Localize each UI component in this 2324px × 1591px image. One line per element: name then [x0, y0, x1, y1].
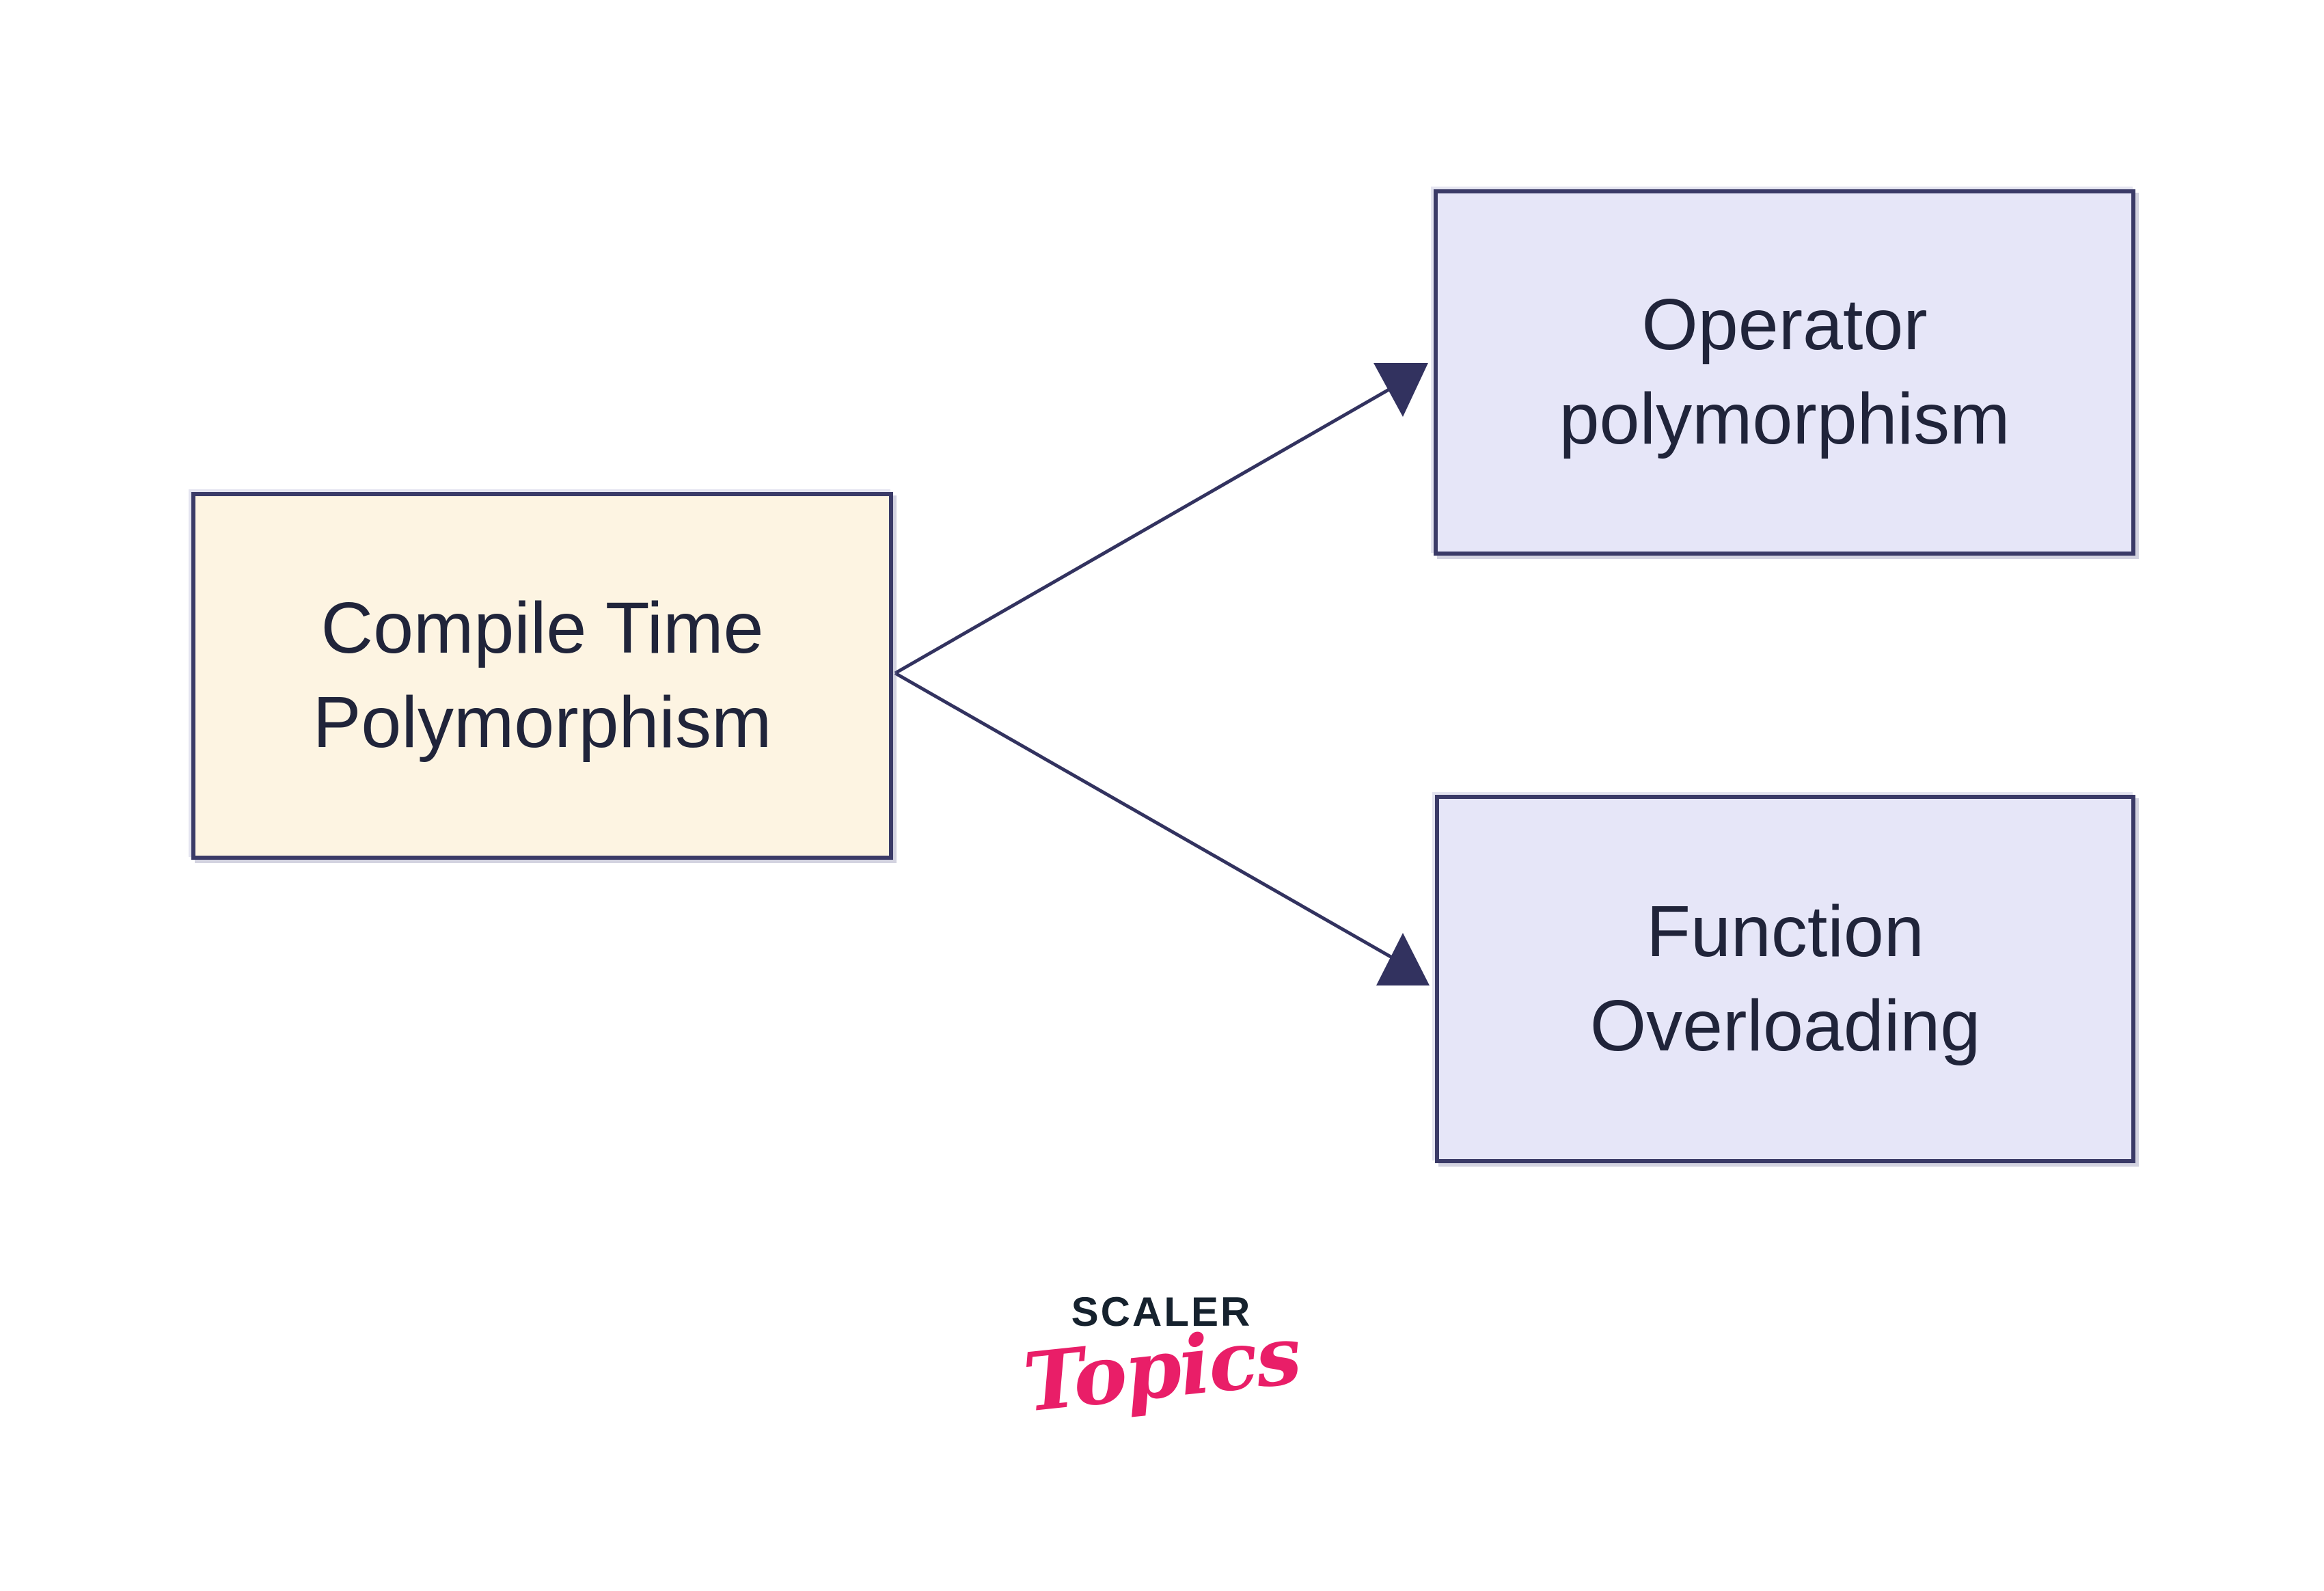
- arrowhead-icon: [1376, 933, 1430, 985]
- logo-brand-text: SCALER: [1071, 1289, 1253, 1335]
- node-label-line: Operator: [1641, 284, 1928, 366]
- connector-root-to-operator: [894, 363, 1428, 675]
- node-label-line: Function: [1646, 890, 1924, 972]
- node-label-line: Polymorphism: [312, 682, 772, 763]
- node-label-line: Compile Time: [320, 588, 764, 669]
- node-label-line: Overloading: [1589, 985, 1981, 1066]
- node-operator-polymorphism: Operator polymorphism: [1434, 189, 2135, 556]
- node-compile-time-polymorphism: Compile Time Polymorphism: [191, 492, 893, 860]
- node-function-overloading: Function Overloading: [1435, 795, 2135, 1163]
- arrowhead-icon: [1373, 363, 1428, 417]
- connector-root-to-function: [894, 671, 1430, 985]
- node-label-line: polymorphism: [1559, 379, 2010, 459]
